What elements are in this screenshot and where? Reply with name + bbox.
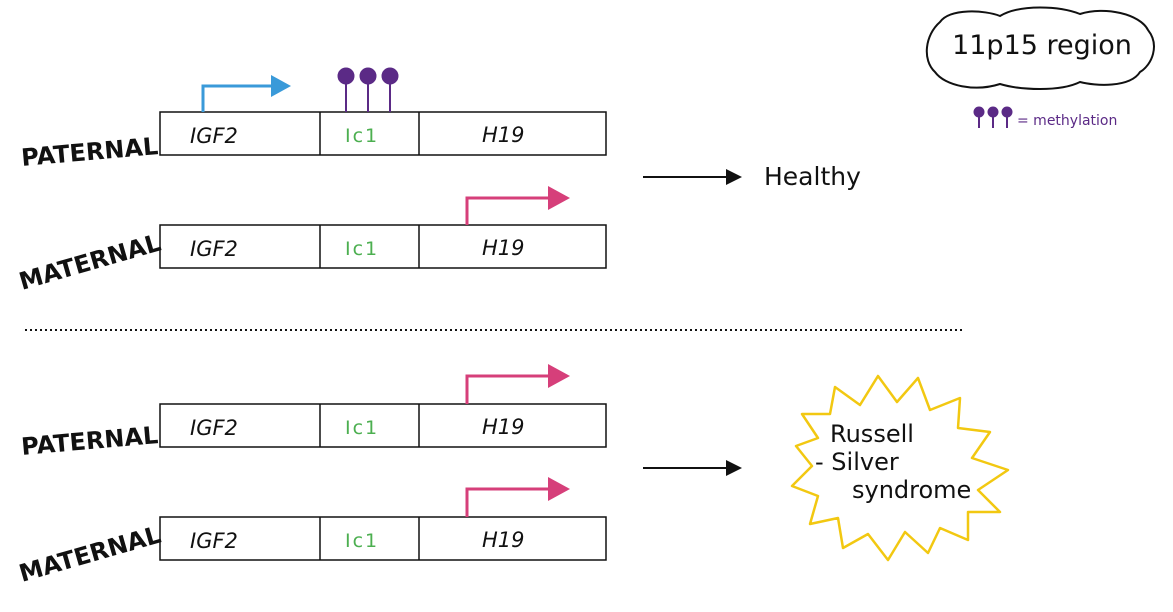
outcome-arrow (643, 169, 742, 185)
syndrome-line-1: Russell (830, 420, 914, 448)
chromosome-bar (159, 403, 607, 448)
gene-h19: H19 (482, 236, 525, 260)
gene-igf2: IGF2 (190, 529, 238, 553)
gene-igf2: IGF2 (190, 237, 238, 261)
gene-ic1: Ic1 (345, 530, 379, 552)
region-title-cloud: 11p15 region (925, 6, 1155, 90)
panel1-maternal-row: MATERNAL IGF2 Ic1 H19 (16, 186, 607, 296)
panel1-outcome: Healthy (643, 162, 861, 191)
methylation-marks (337, 67, 399, 112)
gene-igf2: IGF2 (190, 124, 238, 148)
syndrome-line-2: - Silver (815, 448, 899, 476)
panel1-paternal-row: PATERNAL IGF2 Ic1 H19 (20, 67, 607, 172)
h19-transcription-arrow (465, 364, 570, 404)
h19-transcription-arrow (465, 477, 570, 517)
syndrome-burst (790, 374, 1010, 562)
gene-h19: H19 (482, 528, 525, 552)
chromosome-bar (159, 516, 607, 561)
panel2-outcome: Russell - Silver syndrome (643, 374, 1010, 562)
gene-ic1: Ic1 (345, 125, 379, 147)
panel2-maternal-row: MATERNAL IGF2 Ic1 H19 (16, 477, 607, 588)
methylation-legend: = methylation (973, 106, 1117, 129)
h19-transcription-arrow (465, 186, 570, 225)
methylation-legend-label: = methylation (1017, 113, 1117, 129)
gene-ic1: Ic1 (345, 417, 379, 439)
syndrome-line-3: syndrome (852, 476, 971, 504)
parent-label: PATERNAL (20, 132, 159, 172)
gene-h19: H19 (482, 415, 525, 439)
gene-ic1: Ic1 (345, 238, 379, 260)
methylation-legend-icon (973, 106, 1013, 128)
parent-label: PATERNAL (20, 421, 159, 461)
igf2-transcription-arrow (201, 75, 291, 112)
chromosome-bar (159, 224, 607, 269)
gene-h19: H19 (482, 123, 525, 147)
outcome-arrow (643, 460, 742, 476)
panel2-paternal-row: PATERNAL IGF2 Ic1 H19 (20, 364, 607, 461)
parent-label: MATERNAL (16, 229, 164, 296)
outcome-healthy: Healthy (764, 162, 861, 191)
parent-label: MATERNAL (16, 521, 164, 588)
region-title: 11p15 region (952, 30, 1132, 61)
gene-igf2: IGF2 (190, 416, 238, 440)
chromosome-bar (159, 111, 607, 156)
